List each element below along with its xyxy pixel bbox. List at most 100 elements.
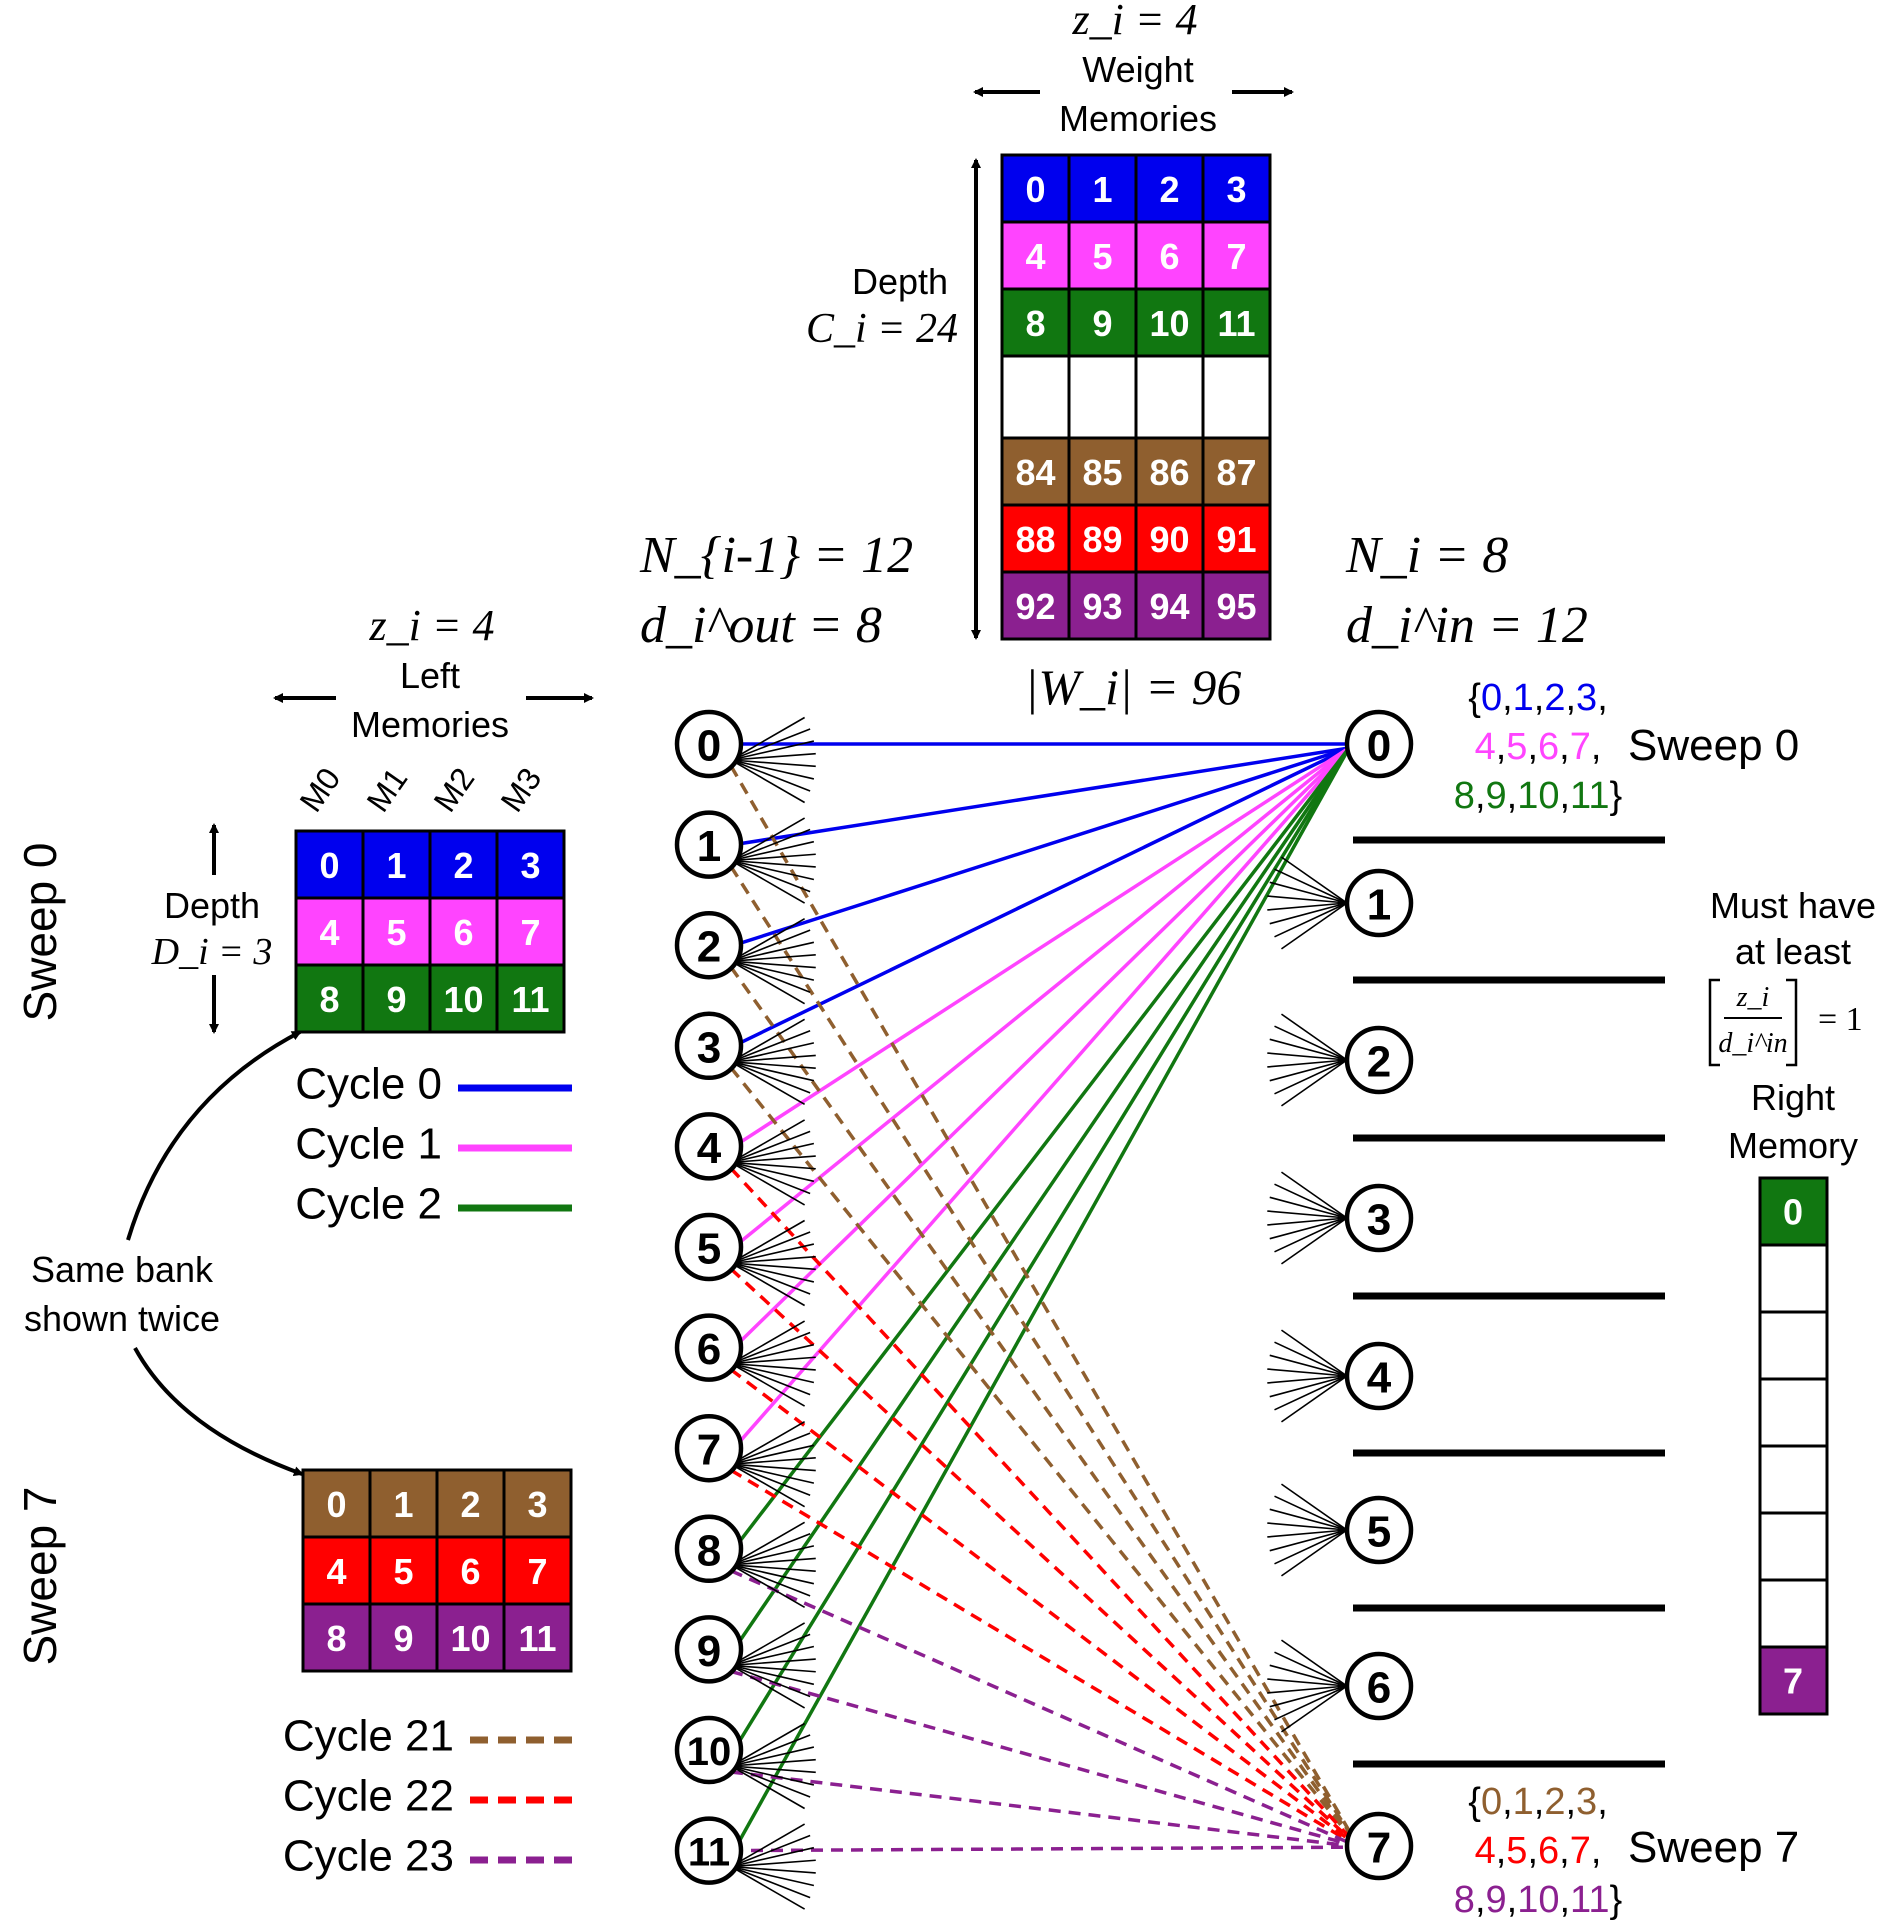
- left-memory-sweep0-cell-label: 5: [386, 912, 406, 953]
- fan-line: [1269, 1529, 1348, 1552]
- fan-line: [1269, 1059, 1348, 1082]
- legend-label: Cycle 22: [283, 1772, 454, 1821]
- fan-line: [1281, 1639, 1348, 1687]
- weight-memory-cell-label: 3: [1226, 169, 1246, 210]
- weight-memory-cell-label: 7: [1226, 236, 1246, 277]
- legend-label: Cycle 21: [283, 1712, 454, 1761]
- edge-sweep7: [730, 1845, 1352, 1853]
- fan-line: [730, 817, 806, 862]
- ceil-rhs: = 1: [1818, 1001, 1863, 1038]
- weight-memory-cell-label: ⋮: [1215, 374, 1259, 423]
- fan-line: [1269, 1196, 1348, 1219]
- left-node: [674, 709, 744, 779]
- fan-line: [1267, 1368, 1348, 1377]
- index-set-line: {0,1,2,3,: [1468, 677, 1608, 719]
- left-memory-sweep0-cell-label: 7: [520, 912, 540, 953]
- fan-line: [730, 1865, 806, 1910]
- right-node: [1344, 1341, 1414, 1411]
- weight-memory-cell-label: 10: [1149, 303, 1189, 344]
- right-node-label: 5: [1367, 1508, 1391, 1557]
- ceil-bracket-right: [1786, 978, 1798, 1067]
- fan-line: [730, 859, 816, 868]
- index-set-token: 11: [1570, 775, 1609, 817]
- index-set-token: 10: [1517, 1879, 1559, 1921]
- index-set-token: ,: [1502, 1781, 1513, 1823]
- index-set-token: 2: [1544, 1781, 1565, 1823]
- index-set-token: ,: [1475, 1879, 1486, 1921]
- right-memory-cell-label: 4: [1783, 1460, 1803, 1501]
- index-set-token: ,: [1591, 726, 1602, 768]
- weight-memory-cell-label: 5: [1092, 236, 1112, 277]
- index-set-token: ,: [1527, 1830, 1538, 1872]
- index-set-token: 8: [1454, 775, 1475, 817]
- fan-line: [730, 1161, 811, 1195]
- weight-memory-cell-label: 0: [1025, 169, 1045, 210]
- index-set-token: ,: [1496, 1830, 1507, 1872]
- edge-sweep7: [729, 865, 1353, 1837]
- left-layer-n-label: N_{i-1} = 12: [639, 527, 913, 584]
- fan-line: [730, 759, 816, 768]
- left-node-label: 2: [697, 923, 721, 972]
- fan-line: [730, 752, 816, 761]
- right-node: [1344, 1025, 1414, 1095]
- ceil-numerator: z_i: [1736, 982, 1770, 1013]
- fan-line: [730, 1362, 806, 1407]
- weight-memory-cell: [1067, 436, 1138, 507]
- index-set-line: 8,9,10,11}: [1454, 775, 1622, 817]
- fan-line: [730, 1564, 811, 1597]
- fan-line: [1281, 1217, 1348, 1265]
- fan-line: [1274, 1183, 1348, 1219]
- left-memory-sweep0-cell-label: 6: [453, 912, 473, 953]
- index-set-token: 4: [1475, 726, 1496, 768]
- fan-line: [1281, 1329, 1348, 1377]
- index-set-token: ,: [1565, 1781, 1576, 1823]
- fan-line: [730, 1823, 806, 1868]
- fan-line: [1267, 1059, 1348, 1068]
- fan-line: [730, 941, 815, 962]
- right-layer-labels: N_i = 8 d_i^in = 12 Sweep 0 Sweep 7: [1345, 527, 1799, 1872]
- index-set-token: ,: [1559, 1830, 1570, 1872]
- fan-line: [1269, 1664, 1348, 1687]
- weight-memory-cell-label: 87: [1216, 452, 1256, 493]
- weight-memory-cell: [1000, 287, 1071, 358]
- fan-line: [730, 759, 811, 792]
- edge-sweep0: [732, 747, 1351, 1852]
- left-memories-header: z_i = 4 Left Memories Depth D_i = 3 Swee…: [14, 601, 594, 1666]
- left-layer-d-label: d_i^out = 8: [640, 597, 882, 654]
- fan-line: [730, 1061, 816, 1069]
- edge-sweep7: [730, 1770, 1352, 1848]
- left-memory-sweep7-cell: [502, 1535, 573, 1606]
- weight-memory-cell-label: 93: [1082, 586, 1122, 627]
- fan-line: [1269, 1354, 1348, 1377]
- right-memory-cell-label: 3: [1783, 1393, 1803, 1434]
- fan-glyphs: [730, 716, 1348, 1910]
- left-z-label: z_i = 4: [368, 601, 494, 650]
- fan-line: [1267, 1210, 1348, 1219]
- weight-memory-cell-label: 9: [1092, 303, 1112, 344]
- weight-z-label: z_i = 4: [1071, 0, 1197, 44]
- index-set-token: 7: [1570, 726, 1591, 768]
- right-node: [1344, 709, 1414, 779]
- left-node-label: 1: [697, 822, 721, 871]
- fan-line: [730, 1664, 806, 1709]
- weight-memory-cell: [1000, 354, 1071, 440]
- ceil-denominator: d_i^in: [1718, 1028, 1787, 1059]
- edge-sweep0: [732, 747, 1351, 1751]
- index-set-line: {0,1,2,3,: [1468, 1781, 1608, 1823]
- left-depth-value: D_i = 3: [151, 931, 273, 973]
- weight-memories-header: z_i = 4 Weight Memories Depth C_i = 24 |…: [806, 0, 1294, 715]
- index-set-token: 1: [1513, 1781, 1534, 1823]
- fan-line: [730, 918, 806, 962]
- right-node-label: 0: [1367, 722, 1391, 771]
- index-set-token: ,: [1597, 677, 1608, 719]
- fan-line: [730, 1658, 816, 1667]
- left-memory-sweep7-cell: [502, 1468, 573, 1539]
- weight-memory-cell-label: ⋮: [1148, 374, 1192, 423]
- left-memory-sweep7-cell-label: 0: [326, 1484, 346, 1525]
- right-layer-n-label: N_i = 8: [1345, 527, 1508, 584]
- fan-line: [1274, 1217, 1348, 1253]
- fan-line: [730, 1765, 806, 1810]
